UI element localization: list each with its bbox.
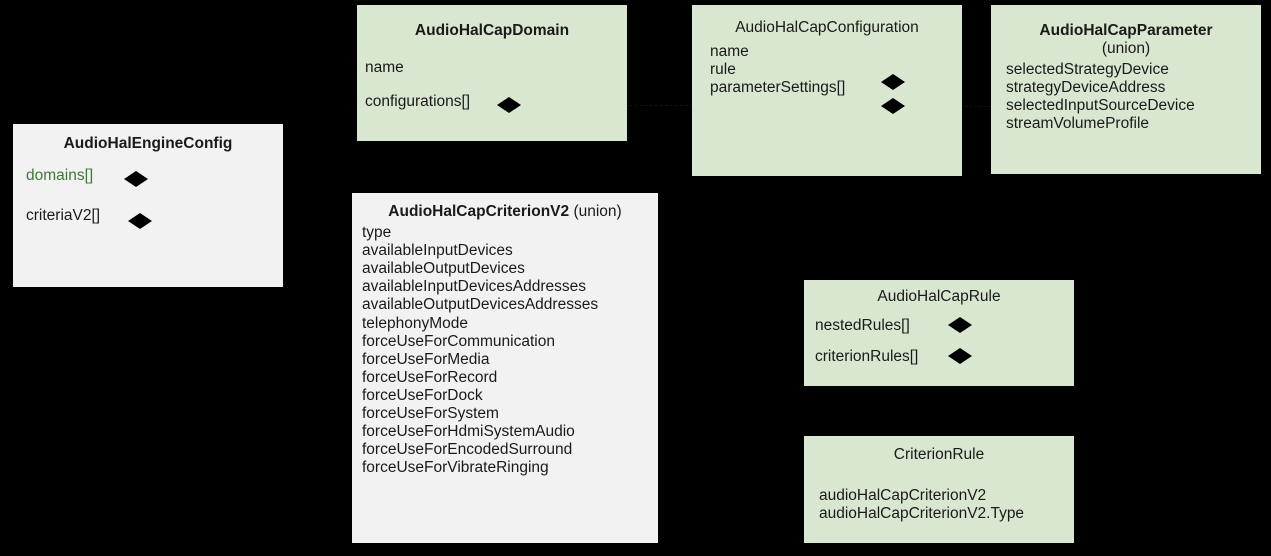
field-domains[interactable]: domains[]	[26, 167, 94, 185]
field-forceuseforvibrateringing[interactable]: forceUseForVibrateRinging	[362, 458, 549, 476]
field-nestedrules[interactable]: nestedRules[]	[815, 317, 910, 335]
field-strategydeviceaddress[interactable]: strategyDeviceAddress	[1006, 78, 1166, 96]
box-fields-cap-criterion-v2: type availableInputDevices availableOutp…	[352, 224, 658, 477]
field-selectedstrategydevice[interactable]: selectedStrategyDevice	[1006, 60, 1169, 78]
field-config-name[interactable]: name	[710, 43, 749, 61]
aggregation-diamond-criteriav2	[128, 213, 152, 229]
box-criterion-rule[interactable]: CriterionRule audioHalCapCriterionV2 aud…	[804, 436, 1074, 543]
aggregation-diamond-criterionrules	[948, 348, 972, 364]
field-availableoutputdevicesaddresses[interactable]: availableOutputDevicesAddresses	[362, 296, 599, 314]
field-forceusefordock[interactable]: forceUseForDock	[362, 386, 483, 404]
box-audio-hal-cap-rule[interactable]: AudioHalCapRule nestedRules[] criterionR…	[804, 280, 1074, 386]
field-telephonymode[interactable]: telephonyMode	[362, 314, 468, 332]
aggregation-diamond-domains	[124, 171, 148, 187]
field-forceuseforsystem[interactable]: forceUseForSystem	[362, 404, 499, 422]
field-audiohalcapcriterionv2-type[interactable]: audioHalCapCriterionV2.Type	[819, 505, 1025, 523]
field-criteriav2[interactable]: criteriaV2[]	[26, 207, 101, 225]
field-availableoutputdevices[interactable]: availableOutputDevices	[362, 260, 525, 278]
field-forceuseforrecord[interactable]: forceUseForRecord	[362, 368, 498, 386]
field-forceuseforhdmisystemaudio[interactable]: forceUseForHdmiSystemAudio	[362, 422, 575, 440]
field-criterionrules[interactable]: criterionRules[]	[815, 348, 919, 366]
box-fields-cap-parameter: selectedStrategyDevice strategyDeviceAdd…	[991, 61, 1261, 133]
field-rule[interactable]: rule	[710, 61, 736, 79]
field-parametersettings[interactable]: parameterSettings[]	[710, 79, 846, 97]
field-availableinputdevices[interactable]: availableInputDevices	[362, 242, 513, 260]
box-title-criterion-rule: CriterionRule	[893, 446, 985, 463]
field-type[interactable]: type	[362, 224, 392, 242]
field-forceuseforencodedsurround[interactable]: forceUseForEncodedSurround	[362, 440, 573, 458]
box-audio-hal-cap-criterion-v2[interactable]: AudioHalCapCriterionV2 (union) type avai…	[352, 193, 658, 543]
box-title-engine-config: AudioHalEngineConfig	[63, 135, 233, 152]
field-configurations[interactable]: configurations[]	[365, 93, 471, 111]
field-audiohalcapcriterionv2[interactable]: audioHalCapCriterionV2	[819, 487, 987, 505]
box-audio-hal-cap-domain[interactable]: AudioHalCapDomain name configurations[]	[357, 5, 627, 141]
box-fields-cap-rule: nestedRules[] criterionRules[]	[804, 317, 1074, 366]
box-audio-hal-cap-configuration[interactable]: AudioHalCapConfiguration name rule param…	[692, 5, 962, 176]
box-title-cap-criterion-v2: AudioHalCapCriterionV2 (union)	[352, 203, 658, 221]
field-forceuseformedia[interactable]: forceUseForMedia	[362, 350, 490, 368]
box-title-cap-criterion-v2-name: AudioHalCapCriterionV2	[388, 203, 570, 220]
box-audio-hal-engine-config[interactable]: AudioHalEngineConfig domains[] criteriaV…	[13, 124, 283, 287]
field-name[interactable]: name	[365, 59, 404, 77]
box-fields-engine-config: domains[] criteriaV2[]	[13, 167, 283, 225]
box-fields-cap-domain: name configurations[]	[357, 59, 627, 111]
box-subtitle-cap-parameter: (union)	[1101, 40, 1151, 58]
aggregation-diamond-parametersettings	[881, 98, 905, 114]
field-availableinputdevicesaddresses[interactable]: availableInputDevicesAddresses	[362, 278, 587, 296]
aggregation-diamond-rule	[881, 74, 905, 90]
box-fields-cap-configuration: name rule parameterSettings[]	[692, 43, 962, 97]
box-title-cap-configuration: AudioHalCapConfiguration	[735, 19, 919, 36]
field-forceuseforcommunication[interactable]: forceUseForCommunication	[362, 332, 555, 350]
field-selectedinputsourcedevice[interactable]: selectedInputSourceDevice	[1006, 96, 1195, 114]
box-title-cap-domain: AudioHalCapDomain	[414, 22, 570, 39]
box-fields-criterion-rule: audioHalCapCriterionV2 audioHalCapCriter…	[804, 487, 1074, 523]
aggregation-diamond-nestedrules	[948, 317, 972, 333]
box-title-cap-parameter: AudioHalCapParameter	[1039, 22, 1213, 39]
aggregation-diamond-configurations	[497, 97, 521, 113]
field-streamvolumeprofile[interactable]: streamVolumeProfile	[1006, 114, 1150, 132]
box-title-cap-rule: AudioHalCapRule	[877, 288, 1001, 305]
box-subtitle-cap-criterion-v2: (union)	[573, 203, 622, 220]
box-audio-hal-cap-parameter[interactable]: AudioHalCapParameter (union) selectedStr…	[991, 5, 1261, 174]
